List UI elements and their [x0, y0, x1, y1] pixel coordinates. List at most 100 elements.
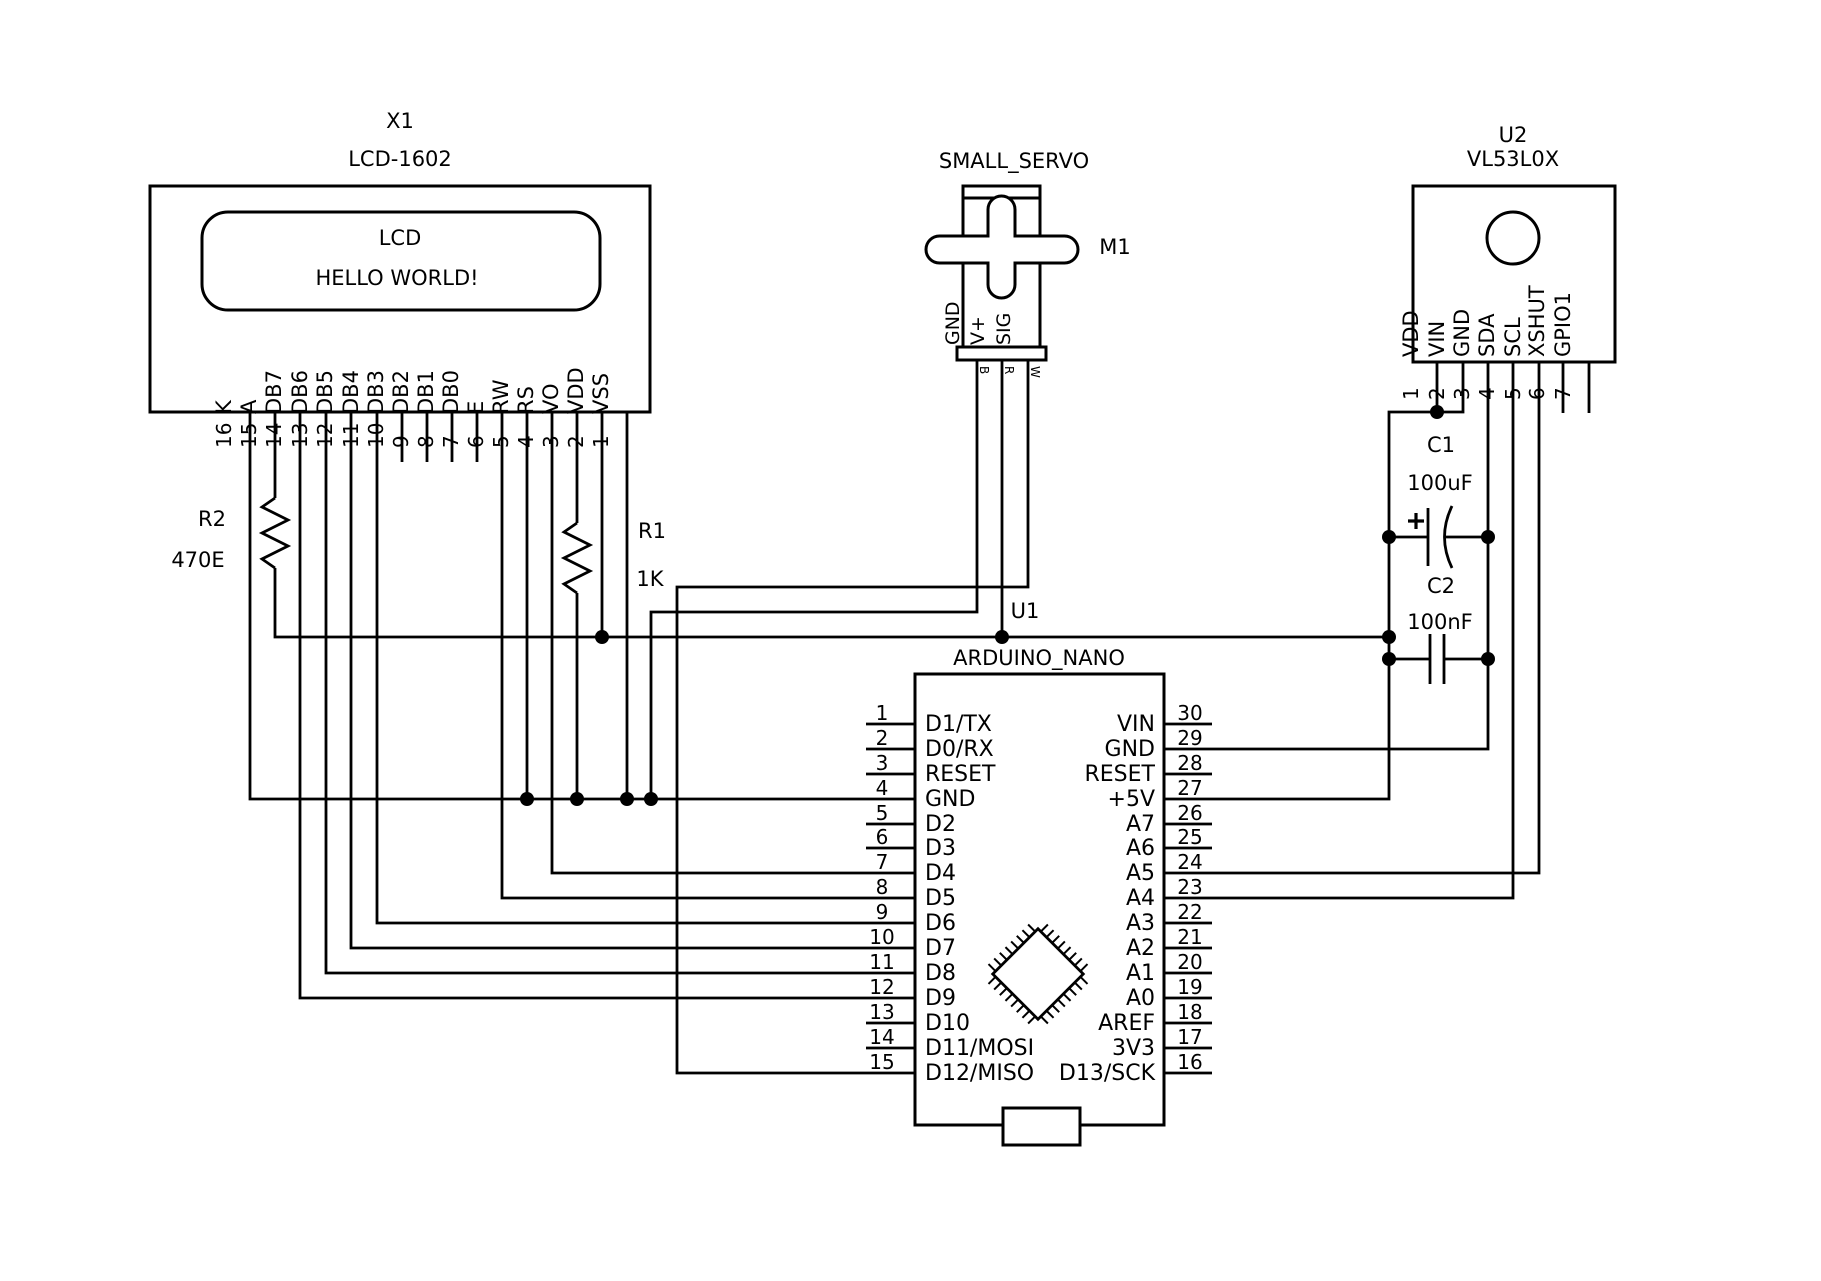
lcd-pin-label: E — [464, 400, 488, 414]
nano-pin-number: 25 — [1177, 825, 1203, 849]
nano-body — [913, 672, 1166, 1127]
c2-ref: C2 — [1426, 574, 1456, 598]
sensor-pin-label: GND — [1450, 308, 1474, 357]
lcd-part: LCD-1602 — [348, 147, 452, 171]
nano-pin-number: 5 — [875, 801, 889, 825]
capacitor-c1-curved-plate — [1443, 505, 1454, 569]
lcd-pin-number: 3 — [539, 435, 563, 448]
nano-pin-number: 15 — [869, 1050, 895, 1074]
nano-pin-number: 24 — [1177, 850, 1203, 874]
nano-pin-number: 1 — [875, 701, 889, 725]
sensor-pin-number: 1 — [1399, 387, 1423, 400]
nano-pin-number: 16 — [1177, 1050, 1203, 1074]
sensor-pin-number: 2 — [1425, 387, 1449, 400]
nano-pin-label: GND — [925, 787, 976, 812]
lcd-pin-number: 14 — [262, 422, 286, 448]
lcd-pin-label: DB5 — [313, 370, 337, 414]
junction-dots — [520, 405, 1495, 806]
nano-pin-label: +5V — [1107, 787, 1155, 812]
wire-5v-rail — [273, 568, 1389, 639]
lcd-pin-number: 5 — [489, 435, 513, 448]
nano-pin-label: A7 — [1125, 812, 1155, 837]
r2-value: 470E — [171, 548, 225, 572]
nano-pin-number: 22 — [1177, 900, 1203, 924]
lcd-pin-label: VDD — [564, 367, 588, 414]
lcd-pin-number: 1 — [589, 435, 613, 448]
wire-vl53-sda-a4 — [1164, 362, 1515, 900]
lcd-pin-number: 15 — [237, 422, 261, 448]
nano-pin-number: 18 — [1177, 1000, 1203, 1024]
lcd-pin-number: 8 — [414, 435, 438, 448]
nano-pin-label: D9 — [925, 986, 956, 1011]
wires — [248, 359, 1591, 1075]
nano-pin-number: 13 — [869, 1000, 895, 1024]
nano-pin-number: 6 — [875, 825, 889, 849]
nano-pin-number: 21 — [1177, 925, 1203, 949]
sensor-pin-number: 4 — [1475, 387, 1499, 400]
sensor-pin-label: XSHUT — [1525, 285, 1549, 357]
lcd-pin-label: DB6 — [288, 370, 312, 414]
mcu-chip-body — [990, 926, 1086, 1022]
nano-pin-label: D2 — [925, 812, 956, 837]
nano-pin-label: D11/MOSI — [925, 1036, 1035, 1061]
wire-vl53-gnd — [1164, 362, 1490, 751]
lcd-pin-number: 9 — [389, 435, 413, 448]
sensor-pin-label: VIN — [1425, 320, 1449, 357]
lcd-display-area — [200, 210, 602, 312]
lcd-pin-label: DB1 — [414, 370, 438, 414]
nano-pin-number: 29 — [1177, 726, 1203, 750]
lcd-pin-number: 10 — [364, 422, 388, 448]
nano-pin-number: 2 — [875, 726, 889, 750]
lcd-pin-number: 11 — [339, 422, 363, 448]
lcd-pin-label: DB7 — [262, 370, 286, 414]
wire-db4-d6 — [375, 412, 915, 925]
nano-pin-label: A1 — [1125, 961, 1155, 986]
servo-pin-label: V+ — [967, 316, 989, 345]
vl53-lens-icon — [1485, 210, 1541, 266]
r1-value: 1K — [636, 567, 664, 591]
lcd-pin-label: K — [212, 400, 236, 414]
c1-value: 100uF — [1407, 471, 1473, 495]
nano-pin-label: D12/MISO — [925, 1061, 1035, 1086]
servo-wire-color: R — [1002, 366, 1016, 375]
wire-db5-d7 — [349, 412, 915, 950]
nano-pin-label: D8 — [925, 961, 956, 986]
lcd-pin-number: 16 — [212, 422, 236, 448]
components — [148, 184, 1617, 1147]
sensor-pin-number: 6 — [1525, 387, 1549, 400]
nano-pin-label: RESET — [1084, 762, 1156, 787]
wire-e-d5 — [500, 412, 915, 900]
nano-pin-label: D1/TX — [925, 712, 992, 737]
wire-servo-sig-d12 — [675, 359, 1030, 1075]
servo-ref: M1 — [1099, 235, 1131, 259]
servo-wire-color: W — [1028, 366, 1042, 378]
nano-pin-label: A3 — [1125, 911, 1155, 936]
nano-pin-label: AREF — [1098, 1011, 1155, 1036]
nano-pin-number: 27 — [1177, 776, 1203, 800]
lcd-pin-label: DB0 — [439, 370, 463, 414]
servo-part: SMALL_SERVO — [938, 149, 1090, 173]
lcd-pin-label: DB2 — [389, 370, 413, 414]
lcd-pin-label: RW — [489, 379, 513, 414]
servo-pin-label: SIG — [993, 312, 1015, 345]
r2-ref: R2 — [198, 507, 226, 531]
nano-pin-number: 11 — [869, 950, 895, 974]
nano-pin-label: D5 — [925, 886, 956, 911]
nano-pin-label: A4 — [1125, 886, 1155, 911]
wire-db7-d9 — [298, 412, 915, 1000]
nano-pin-number: 30 — [1177, 701, 1203, 725]
c1-ref: C1 — [1426, 433, 1456, 457]
lcd-pin-number: 6 — [464, 435, 488, 448]
nano-part: ARDUINO_NANO — [953, 646, 1125, 670]
servo-footer — [955, 345, 1048, 362]
sensor-pin-label: SDA — [1475, 313, 1499, 358]
nano-pin-label: A5 — [1125, 861, 1155, 886]
nano-pin-number: 20 — [1177, 950, 1203, 974]
lcd-pin-number: 13 — [288, 422, 312, 448]
nano-pin-number: 19 — [1177, 975, 1203, 999]
lcd-pin-label: VO — [539, 383, 563, 414]
wire-rs-d4 — [550, 412, 915, 875]
servo-wire-color: B — [977, 366, 991, 375]
nano-pin-number: 7 — [875, 850, 889, 874]
